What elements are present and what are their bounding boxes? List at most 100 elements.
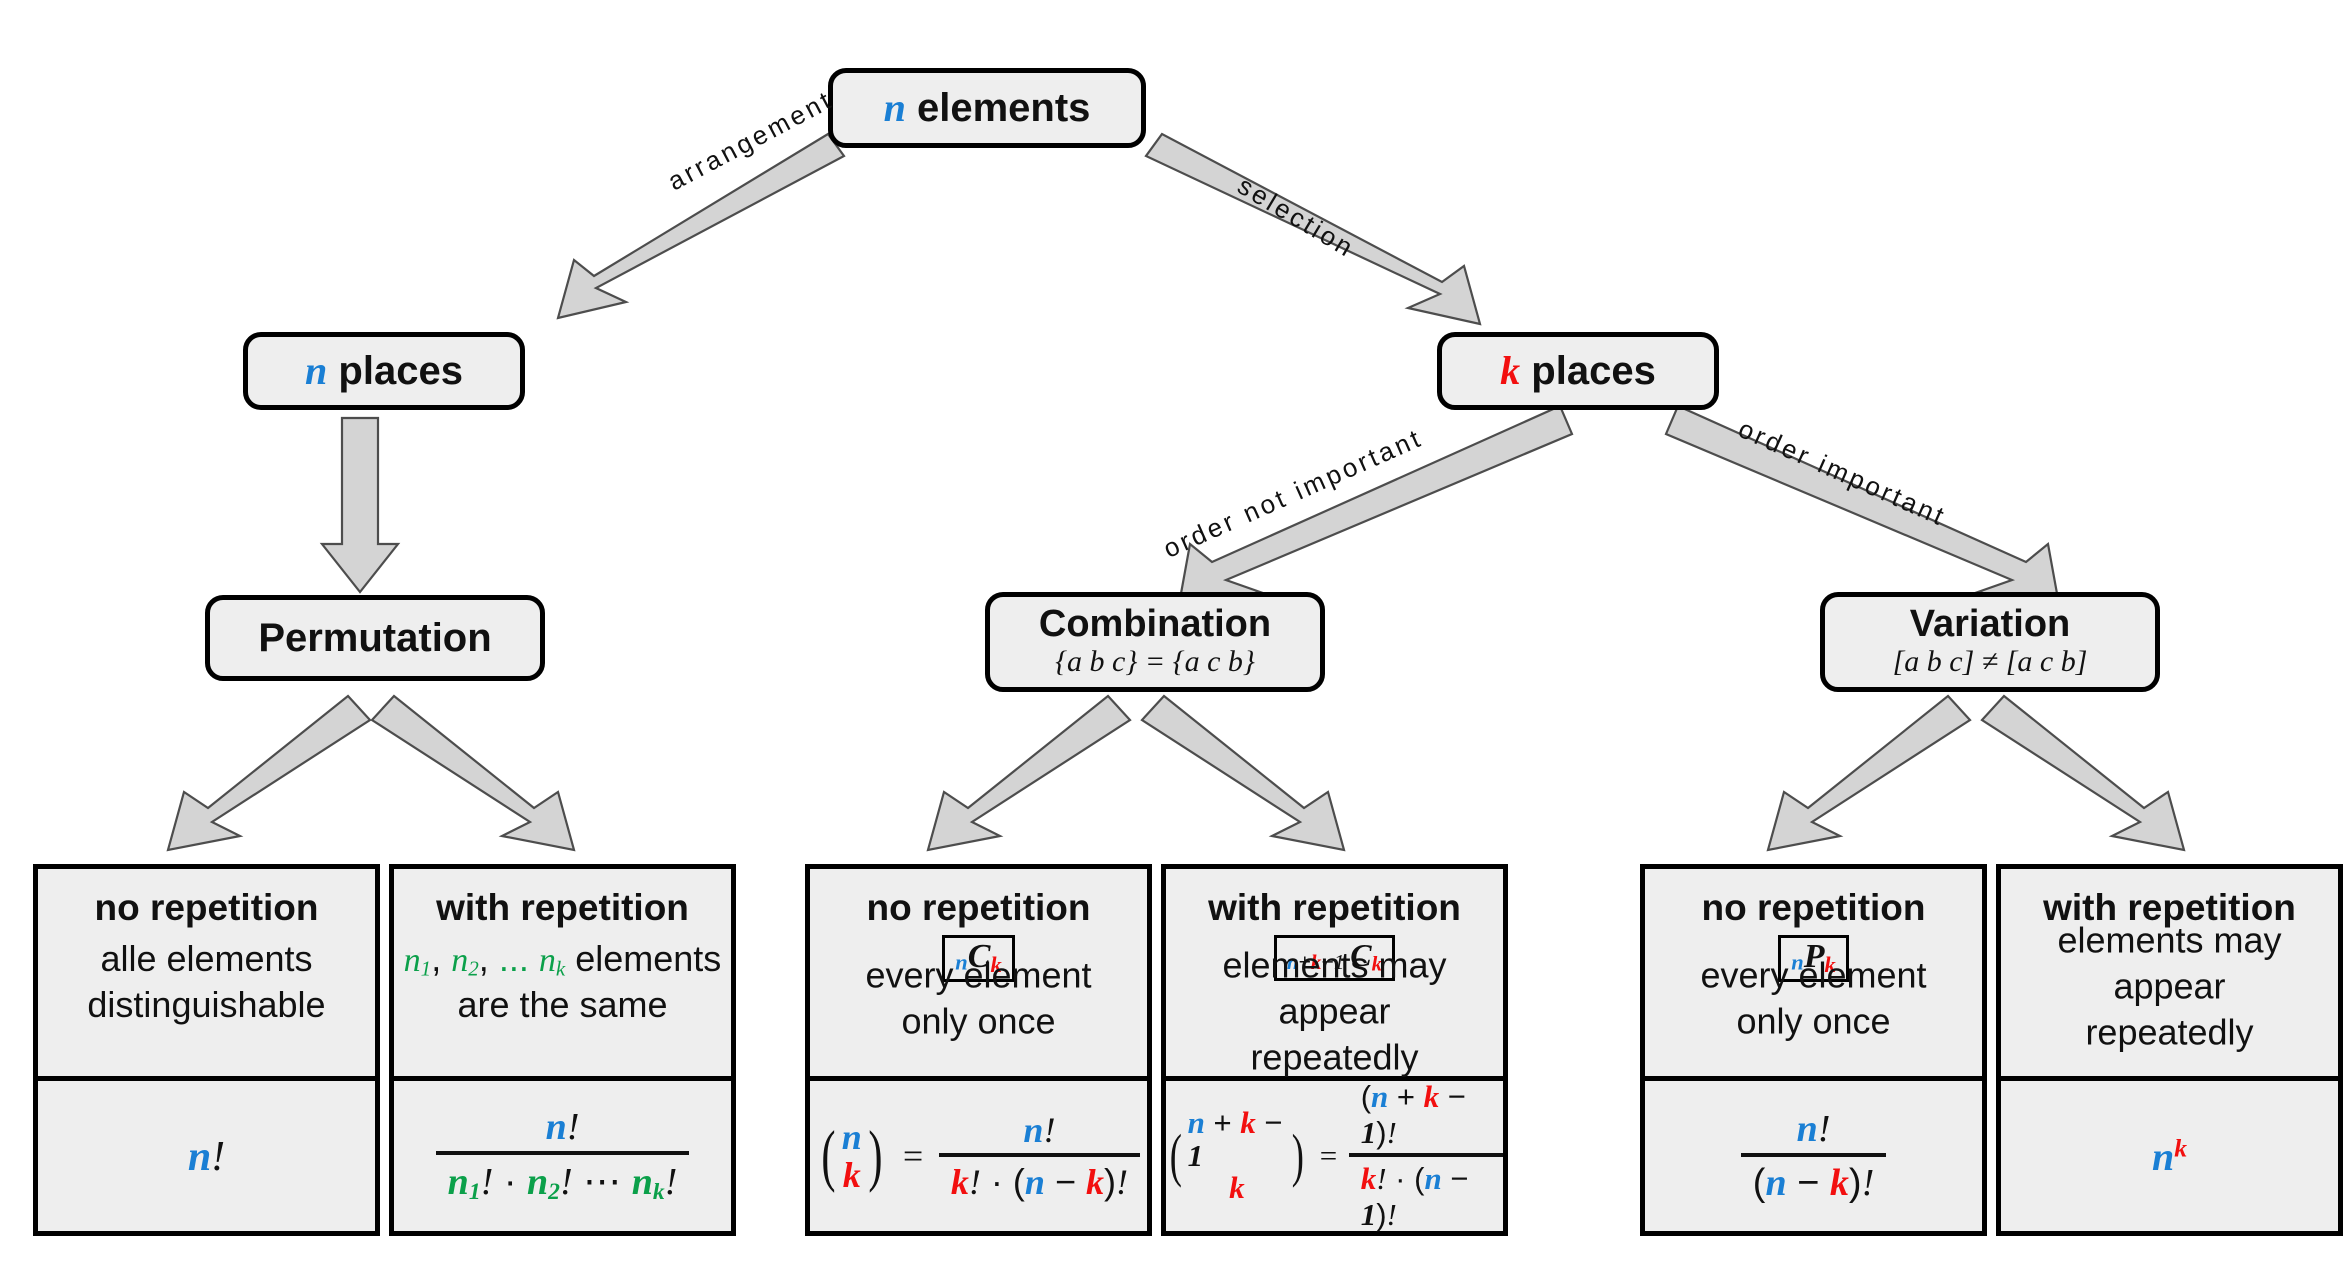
arrow-order-not-important: [1120, 400, 1580, 620]
node-permutation[interactable]: Permutation: [205, 595, 545, 681]
symbol-n: n: [955, 949, 968, 975]
symbol-k: k: [1500, 348, 1521, 393]
node-k-places[interactable]: k places: [1437, 332, 1719, 410]
leaf-description-line2: repeatedly: [1250, 1036, 1419, 1078]
symbol-dots: ...: [498, 937, 529, 979]
leaf-top: with repetition elements may appear repe…: [2001, 869, 2338, 1076]
node-k-places-text: places: [1531, 349, 1656, 393]
leaf-top: with repetition n+k−1 Ck elements may ap…: [1166, 869, 1503, 1077]
leaf-combination-with-repetition[interactable]: with repetition n+k−1 Ck elements may ap…: [1161, 864, 1508, 1236]
leaf-head: with repetition: [436, 887, 689, 928]
leaf-description-word: elements: [575, 937, 722, 979]
symbol-k: k: [990, 951, 1002, 977]
symbol-comma: ,: [431, 937, 442, 979]
symbol-n1: n1: [447, 1161, 481, 1206]
leaf-top: with repetition n1, n2, ... nk elements …: [394, 869, 731, 1076]
arrow-variation-with-repetition: [1980, 690, 2250, 860]
fraction: (n + k − 1)! k! · (n − 1)!: [1348, 1079, 1503, 1233]
leaf-formula: ( n k ) = n! k! · (n −: [810, 1076, 1147, 1231]
arrow-combination-with-repetition: [1140, 690, 1410, 860]
leaf-description-line1: alle elements: [100, 937, 313, 979]
leaf-description-line2: distinguishable: [87, 983, 326, 1025]
symbol-comma: ,: [478, 937, 489, 979]
leaf-combination-no-repetition[interactable]: no repetition nCk every element only onc…: [805, 864, 1152, 1236]
leaf-description-line2: only once: [1736, 1000, 1891, 1042]
arrow-n-places-to-permutation: [300, 416, 420, 598]
leaf-formula: n! n1! · n2! ⋯ nk!: [394, 1076, 731, 1231]
symbol-P: P: [1803, 938, 1825, 975]
leaf-description-line1: every element: [1700, 954, 1927, 996]
node-n-elements-text: elements: [916, 86, 1091, 130]
leaf-description: elements may appear repeatedly: [2001, 917, 2338, 1055]
symbol-nk: nk: [631, 1161, 665, 1206]
leaf-top: no repetition nCk every element only onc…: [810, 869, 1147, 1076]
notation-badge-n-plus-k-minus-1-C-k: n+k−1 Ck: [1273, 935, 1396, 981]
node-n-elements-label: n elements: [883, 85, 1091, 130]
symbol-n2: n2: [527, 1161, 560, 1206]
leaf-formula: ( n + k − 1 k ) = (n + k − 1)! k! · (: [1166, 1076, 1503, 1233]
leaf-description: every element only once: [810, 952, 1147, 1044]
symbol-n: n: [883, 85, 906, 130]
leaf-formula: n! (n − k)!: [1645, 1076, 1982, 1231]
leaf-description: every element only once: [1645, 952, 1982, 1044]
fraction-denominator: k! · (n − k)!: [938, 1153, 1140, 1203]
fraction: n! n1! · n2! ⋯ nk!: [435, 1105, 690, 1206]
leaf-formula: nk: [2001, 1076, 2338, 1231]
binomial-coefficient: ( n + k − 1 k ): [1169, 1104, 1305, 1206]
leaf-description-line1: elements may appear: [2057, 919, 2282, 1007]
fraction-denominator: k! · (n − 1)!: [1348, 1153, 1503, 1233]
node-combination-subtitle: {a b c} = {a c b}: [1055, 645, 1255, 679]
leaf-description: elements may appear repeatedly: [1166, 942, 1503, 1080]
fraction: n! k! · (n − k)!: [938, 1109, 1140, 1203]
leaf-description-line2: only once: [901, 1000, 1056, 1042]
equation: ( n + k − 1 k ) = (n + k − 1)! k! · (: [1166, 1079, 1503, 1233]
arrow-permutation-no-repetition: [120, 690, 380, 860]
symbol-C: C: [1350, 937, 1372, 973]
arrow-permutation-with-repetition: [370, 690, 640, 860]
symbol-equals: =: [900, 1136, 925, 1176]
leaf-variation-with-repetition[interactable]: with repetition elements may appear repe…: [1996, 864, 2343, 1236]
leaf-head: with repetition: [2043, 887, 2296, 928]
symbol-C: C: [967, 938, 991, 975]
arrow-combination-no-repetition: [880, 690, 1140, 860]
node-permutation-title: Permutation: [258, 616, 492, 660]
notation-badge-nCk: nCk: [942, 935, 1015, 983]
symbol-n1: n1: [403, 941, 432, 981]
equation: ( n k ) = n! k! · (n −: [817, 1109, 1140, 1203]
node-combination[interactable]: Combination {a b c} = {a c b}: [985, 592, 1325, 692]
power-expression: nk: [2151, 1133, 2188, 1179]
symbol-n: n: [187, 1133, 212, 1180]
leaf-description: alle elements distinguishable: [38, 936, 375, 1028]
leaf-description-line2: repeatedly: [2085, 1011, 2254, 1053]
node-n-places-label: n places: [305, 348, 463, 393]
leaf-head: no repetition: [866, 887, 1091, 928]
node-k-places-label: k places: [1500, 348, 1656, 393]
fraction-numerator: n!: [545, 1106, 580, 1149]
leaf-variation-no-repetition[interactable]: no repetition nPk every element only onc…: [1640, 864, 1987, 1236]
leaf-head: with repetition: [1208, 887, 1461, 928]
fraction: n! (n − k)!: [1740, 1107, 1887, 1205]
node-variation-subtitle: [a b c] ≠ [a c b]: [1892, 645, 2088, 679]
leaf-description-line1: n1, n2, ... nk elements: [394, 935, 731, 982]
symbol-equals: =: [1317, 1138, 1339, 1173]
leaf-top: no repetition nPk every element only onc…: [1645, 869, 1982, 1076]
fraction-numerator: n!: [1023, 1110, 1056, 1150]
symbol-n: n: [305, 348, 328, 393]
symbol-factorial: !: [211, 1133, 226, 1180]
fraction-denominator: n1! · n2! ⋯ nk!: [435, 1151, 690, 1206]
arrow-arrangement: [500, 126, 860, 326]
node-variation[interactable]: Variation [a b c] ≠ [a c b]: [1820, 592, 2160, 692]
binomial-coefficient: ( n k ): [821, 1116, 883, 1195]
fraction-numerator: (n + k − 1)!: [1360, 1079, 1466, 1150]
leaf-head: no repetition: [1701, 887, 1926, 928]
node-n-places[interactable]: n places: [243, 332, 525, 410]
leaf-permutation-no-repetition[interactable]: no repetition alle elements distinguisha…: [33, 864, 380, 1236]
leaf-description-line1: elements may appear: [1222, 944, 1447, 1032]
leaf-permutation-with-repetition[interactable]: with repetition n1, n2, ... nk elements …: [389, 864, 736, 1236]
symbol-n2: n2: [451, 941, 479, 981]
notation-badge-nPk: nPk: [1778, 935, 1849, 983]
node-n-elements[interactable]: n elements: [828, 68, 1146, 148]
leaf-head: no repetition: [94, 887, 319, 928]
leaf-description-line1: every element: [865, 954, 1092, 996]
